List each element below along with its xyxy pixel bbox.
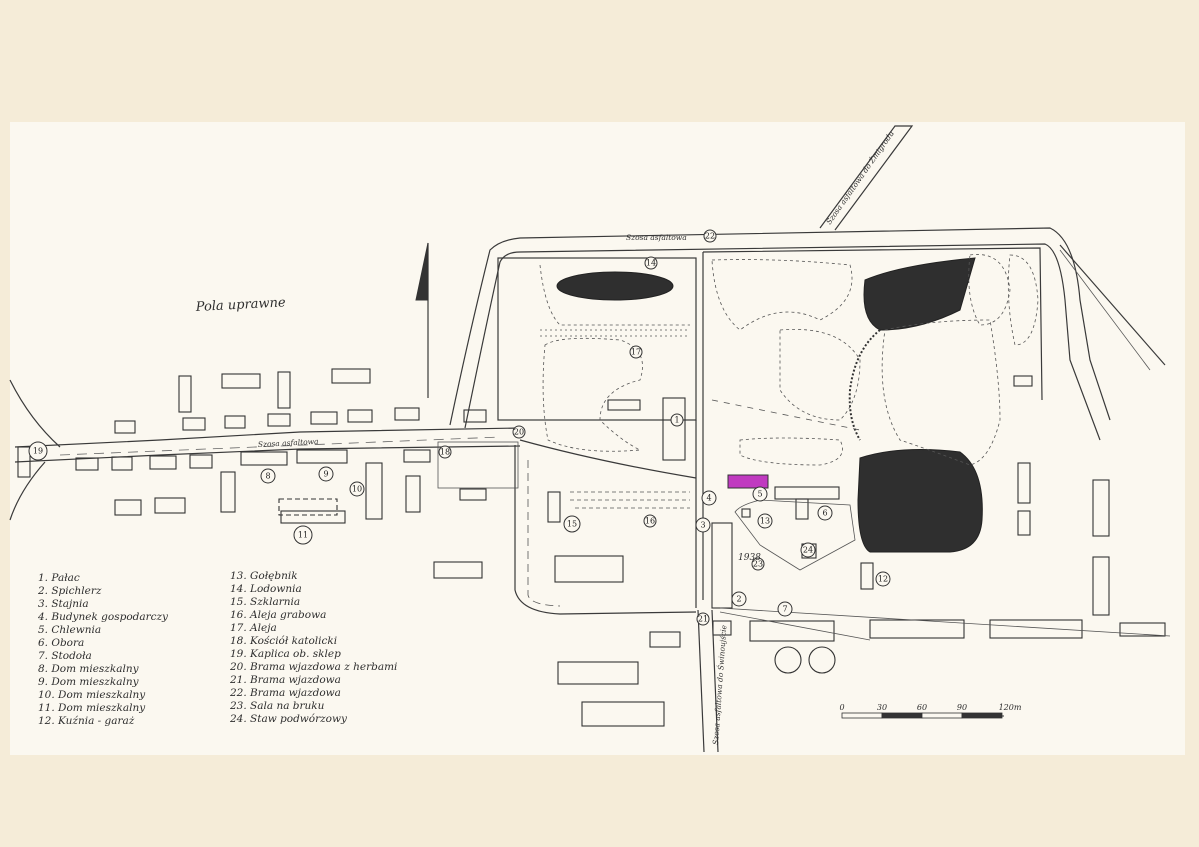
marker-8: 8: [260, 468, 276, 484]
park-boundary: [497, 247, 1043, 615]
marker-4: 4: [701, 490, 717, 506]
legend-item: 11. Dom mieszkalny: [38, 702, 146, 714]
ponds: [556, 257, 983, 553]
svg-text:1: 1: [674, 416, 679, 425]
svg-text:2: 2: [736, 595, 741, 604]
svg-text:21: 21: [698, 615, 708, 624]
svg-text:4: 4: [706, 494, 711, 503]
marker-5: 5: [752, 486, 768, 502]
svg-text:16: 16: [645, 517, 655, 526]
marker-22: 22: [703, 229, 717, 243]
svg-text:19: 19: [33, 447, 43, 456]
marker-20: 20: [512, 425, 526, 439]
legend-item: 18. Kościół katolicki: [230, 635, 337, 647]
legend-item: 7. Stodoła: [38, 650, 92, 662]
legend-item: 5. Chlewnia: [38, 624, 101, 636]
legend-item: 22. Brama wjazdowa: [229, 687, 341, 699]
legend-item: 10. Dom mieszkalny: [38, 689, 146, 701]
marker-18: 18: [438, 445, 452, 459]
svg-text:15: 15: [567, 520, 577, 529]
legend-item: 16. Aleja grabowa: [230, 609, 326, 621]
svg-text:6: 6: [822, 509, 827, 518]
marker-13: 13: [757, 513, 773, 529]
perimeter-road: [449, 125, 1166, 441]
south-road: [697, 609, 719, 753]
svg-text:24: 24: [803, 546, 813, 555]
marker-12: 12: [875, 571, 891, 587]
marker-1: 1: [670, 413, 684, 427]
legend-item: 24. Staw podwórzowy: [229, 713, 348, 725]
buildings: [17, 368, 1171, 727]
park-meadows: [539, 254, 1039, 509]
legend-item: 21. Brama wjazdowa: [229, 674, 341, 686]
marker-2: 2: [731, 591, 747, 607]
scale-bar: 0 30 60 90 120m: [839, 703, 1022, 719]
marker-16: 16: [643, 514, 657, 528]
svg-text:8: 8: [265, 472, 270, 481]
road-label-northeast: Szosa asfaltowa do Żmigrodu: [824, 129, 896, 226]
legend-item: 6. Obora: [38, 637, 84, 649]
legend-item: 3. Stajnia: [38, 598, 89, 610]
marker-9: 9: [318, 466, 334, 482]
marker-14: 14: [644, 256, 658, 270]
marker-11: 11: [293, 525, 313, 545]
legend-item: 12. Kuźnia - garaż: [38, 715, 135, 727]
svg-text:3: 3: [700, 521, 705, 530]
legend-column-1: 1. Pałac 2. Spichlerz 3. Stajnia 4. Budy…: [37, 572, 169, 727]
legend-item: 19. Kaplica ob. sklep: [230, 648, 341, 660]
road-label-west: Szosa asfaltowa: [258, 437, 319, 449]
svg-text:12: 12: [878, 575, 888, 584]
legend-item: 9. Dom mieszkalny: [38, 676, 140, 688]
road-label-top: Szosa asfaltowa: [626, 233, 687, 242]
svg-text:5: 5: [757, 490, 762, 499]
marker-24: 24: [800, 542, 816, 558]
svg-text:14: 14: [646, 259, 656, 268]
legend-column-2: 13. Gołębnik 14. Lodownia 15. Szklarnia …: [229, 570, 397, 725]
legend-item: 4. Budynek gospodarczy: [37, 611, 169, 623]
legend-item: 2. Spichlerz: [37, 585, 102, 597]
svg-text:20: 20: [514, 428, 524, 437]
marker-3: 3: [695, 517, 711, 533]
legend-item: 13. Gołębnik: [230, 570, 298, 582]
marker-6: 6: [817, 505, 833, 521]
svg-text:17: 17: [631, 348, 641, 357]
marker-17: 17: [629, 345, 643, 359]
svg-text:18: 18: [440, 448, 450, 457]
map-sheet: [10, 122, 1185, 755]
marker-23: 23: [751, 557, 765, 571]
marker-19: 19: [28, 441, 48, 461]
scale-tick: 0: [839, 703, 844, 712]
legend-item: 20. Brama wjazdowa z herbami: [229, 661, 397, 673]
marker-21: 21: [696, 612, 710, 626]
legend-item: 14. Lodownia: [230, 583, 302, 595]
north-arrow-icon: [415, 242, 429, 398]
svg-text:22: 22: [705, 232, 715, 241]
year-label: 1938: [738, 553, 761, 563]
svg-text:7: 7: [782, 605, 787, 614]
scale-tick: 30: [877, 703, 887, 712]
legend-item: 17. Aleja: [230, 622, 277, 634]
scale-tick: 120m: [999, 703, 1022, 712]
legend-item: 23. Sala na bruku: [229, 700, 325, 712]
markers: 22 14 17 1 19 20 18 8 9 10 11 15 16 4 3 …: [28, 229, 891, 626]
svg-text:10: 10: [352, 485, 362, 494]
svg-text:13: 13: [760, 517, 770, 526]
legend-item: 1. Pałac: [38, 572, 80, 584]
marker-7: 7: [777, 601, 793, 617]
svg-text:9: 9: [323, 470, 328, 479]
scale-tick: 60: [917, 703, 927, 712]
svg-text:23: 23: [753, 560, 763, 569]
svg-text:11: 11: [298, 531, 308, 540]
scale-tick: 90: [957, 703, 967, 712]
marker-15: 15: [563, 515, 581, 533]
marker-10: 10: [349, 481, 365, 497]
fields-label: Pola uprawne: [194, 295, 286, 315]
legend-item: 15. Szklarnia: [230, 596, 300, 608]
legend-item: 8. Dom mieszkalny: [38, 663, 140, 675]
